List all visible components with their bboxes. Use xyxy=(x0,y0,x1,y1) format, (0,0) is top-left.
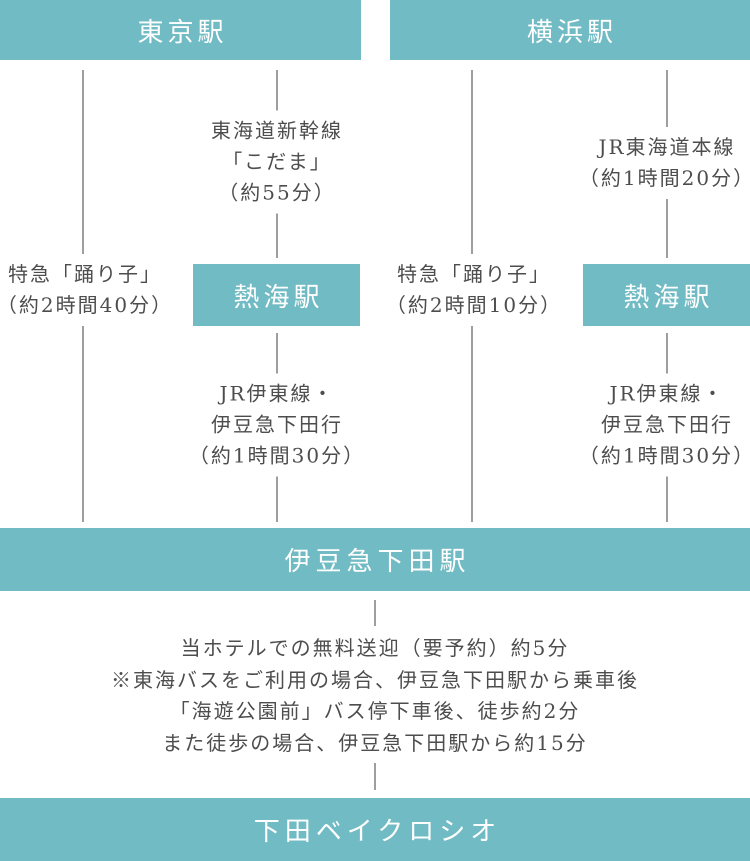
origin-station-yokohama: 横浜駅 xyxy=(390,0,750,60)
route-label-line: 伊豆急下田行 xyxy=(211,412,343,437)
route-label-odoriko-yokohama: 特急「踊り子」 （約2時間10分） xyxy=(379,254,569,326)
route-label-odoriko-tokyo: 特急「踊り子」 （約2時間40分） xyxy=(0,254,180,326)
arrival-station-izukyu-shimoda: 伊豆急下田駅 xyxy=(0,528,750,591)
connector-line-station-to-note xyxy=(374,600,376,626)
route-label-line: （約55分） xyxy=(218,180,336,205)
route-label-tokaido-shinkansen: 東海道新幹線 「こだま」 （約55分） xyxy=(205,110,349,214)
route-label-line: 東海道新幹線 xyxy=(211,118,343,143)
route-label-line: 特急「踊り子」 xyxy=(8,262,162,286)
transfer-station-atami-left-label: 熱海駅 xyxy=(233,282,324,313)
transfer-station-atami-right: 熱海駅 xyxy=(583,264,750,326)
route-label-line: （約2時間40分） xyxy=(0,293,174,317)
destination-hotel-label: 下田ベイクロシオ xyxy=(253,817,502,847)
route-label-line: 「こだま」 xyxy=(222,149,332,174)
route-label-ito-line-tokyo: JR伊東線・ 伊豆急下田行 （約1時間30分） xyxy=(182,373,372,477)
origin-station-yokohama-label: 横浜駅 xyxy=(526,17,617,48)
route-label-line: （約1時間30分） xyxy=(578,443,750,468)
route-label-line: （約1時間20分） xyxy=(578,166,750,190)
route-label-line: JR東海道本線 xyxy=(598,135,736,159)
route-label-line: （約1時間30分） xyxy=(188,443,366,468)
shuttle-note-line: 「海遊公園前」バス停下車後、徒歩約2分 xyxy=(169,699,581,723)
route-label-line: JR伊東線・ xyxy=(219,381,335,406)
route-label-line: 特急「踊り子」 xyxy=(397,262,551,286)
route-label-line: 伊豆急下田行 xyxy=(601,412,733,437)
route-label-jr-tokaido-line: JR東海道本線 （約1時間20分） xyxy=(572,127,750,199)
route-label-ito-line-yokohama: JR伊東線・ 伊豆急下田行 （約1時間30分） xyxy=(572,373,750,477)
shuttle-note: 当ホテルでの無料送迎（要予約）約5分 ※東海バスをご利用の場合、伊豆急下田駅から… xyxy=(0,633,750,759)
connector-line-note-to-hotel xyxy=(374,763,376,790)
shuttle-note-line: ※東海バスをご利用の場合、伊豆急下田駅から乗車後 xyxy=(111,667,639,692)
destination-hotel-shimoda-bay-kuroshio: 下田ベイクロシオ xyxy=(0,798,750,861)
shuttle-note-line: 当ホテルでの無料送迎（要予約）約5分 xyxy=(180,636,570,660)
transfer-station-atami-right-label: 熱海駅 xyxy=(623,282,714,313)
origin-station-tokyo: 東京駅 xyxy=(0,0,361,60)
route-label-line: （約2時間10分） xyxy=(385,293,563,317)
transfer-station-atami-left: 熱海駅 xyxy=(193,264,360,326)
arrival-station-label: 伊豆急下田駅 xyxy=(284,547,471,577)
shuttle-note-line: また徒歩の場合、伊豆急下田駅から約15分 xyxy=(162,730,588,755)
origin-station-tokyo-label: 東京駅 xyxy=(137,17,228,48)
route-label-line: JR伊東線・ xyxy=(609,381,725,406)
